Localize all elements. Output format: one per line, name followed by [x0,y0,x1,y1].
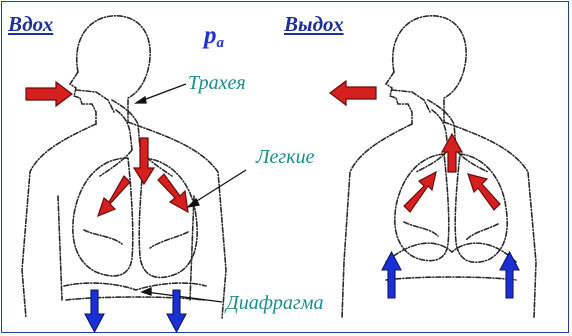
diaphragm-up-arrow-left [382,252,401,298]
right-lung-in-arrow [468,174,500,210]
exhale-heading: Выдох [284,12,344,37]
trachea-pointer-head [136,97,146,103]
pressure-symbol: p [204,22,217,49]
right-lung-out-arrow [158,174,188,212]
diaphragm-up-arrow-right [500,252,519,298]
exhale-air-arrows [330,81,500,212]
lungs-label: Легкие [256,146,314,169]
inhale-heading: Вдох [8,12,53,37]
left-lung-out-arrow [98,176,130,216]
mouth-out-arrow [330,81,376,105]
mouth-in-arrow [26,82,72,106]
atmospheric-pressure-label: pa [204,22,224,52]
pressure-subscript: a [217,35,225,51]
body-figure-inhale [22,16,226,318]
left-lung-in-arrow [404,172,436,212]
diaphragm-label: Диафрагма [226,292,324,315]
diaphragm-down-arrow-left [85,290,104,332]
diaphragm-pointer-head [142,288,151,295]
trachea-label: Трахея [188,72,246,95]
